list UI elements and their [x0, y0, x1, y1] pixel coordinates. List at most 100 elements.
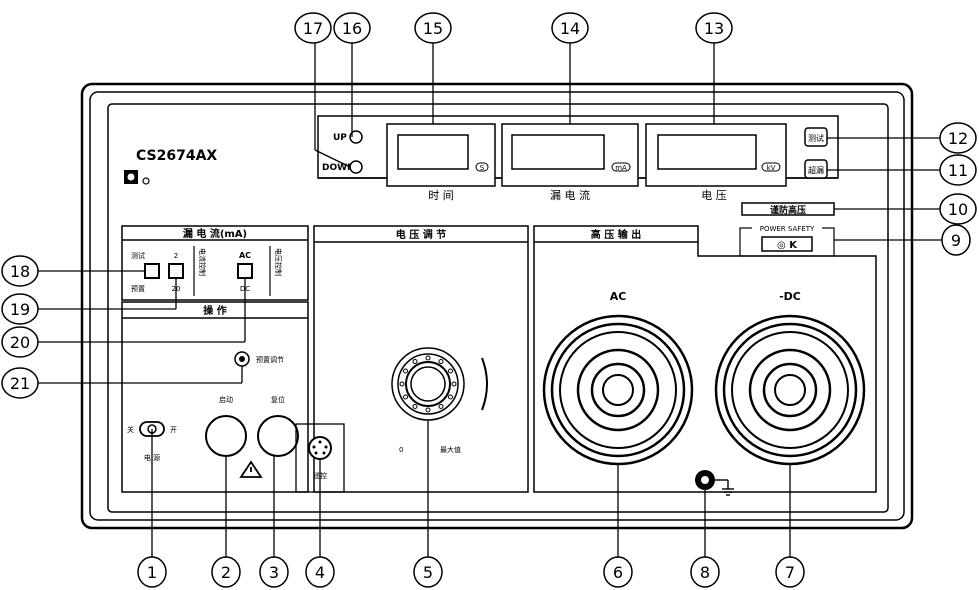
dc-output-label: -DC: [779, 290, 801, 303]
callout-18-number: 18: [10, 262, 30, 281]
range-select-button[interactable]: [168, 263, 184, 279]
time-display-screen: [397, 134, 469, 170]
start-label: 启动: [219, 395, 233, 404]
power-safety-symbols: ◎ K: [777, 240, 798, 251]
voltage-display-label: 电 压: [701, 189, 727, 202]
voltage-control-label: 电压控制: [274, 248, 283, 276]
preset-adjust-label: 预置调节: [256, 355, 284, 364]
knob-ring-dot: [399, 381, 405, 387]
ac-output-label: AC: [610, 290, 627, 303]
test-indicator-label: 测试: [808, 133, 824, 143]
logo-icon: [124, 170, 150, 185]
up-label: UP: [333, 133, 347, 143]
reset-label: 复位: [271, 395, 285, 404]
callout-5: [413, 556, 443, 588]
callout-20: [1, 326, 39, 358]
remote-connector[interactable]: [308, 436, 332, 460]
ac-dc-select-button[interactable]: [237, 263, 253, 279]
leak-unit: mA: [615, 164, 627, 172]
down-button[interactable]: [349, 160, 363, 174]
voltage-unit-badge: [761, 162, 781, 172]
operation-section: [121, 301, 309, 493]
range-2-label: 2: [174, 252, 178, 260]
start-button[interactable]: [205, 415, 247, 457]
callout-1-number: 1: [147, 563, 157, 582]
up-button[interactable]: [349, 130, 363, 144]
current-control-label: 电流控制: [198, 248, 207, 276]
callout-20-number: 20: [10, 333, 30, 352]
high-voltage-warning: 谨防高压: [770, 204, 806, 216]
callout-17: [294, 12, 332, 44]
test-preset-button[interactable]: [144, 263, 160, 279]
leak-display-screen: [511, 134, 605, 170]
knob-ring-dot: [425, 355, 431, 361]
ground-symbol-icon: [715, 479, 734, 496]
knob-ring-dot: [438, 359, 444, 364]
knob-ring-dot: [412, 404, 418, 409]
knob-ring-dot: [451, 381, 457, 387]
operation-section-title: 操 作: [203, 304, 226, 317]
callout-3-number: 3: [269, 563, 279, 582]
leak-current-section: [121, 225, 309, 301]
callout-4: [305, 556, 335, 588]
ac-output-terminal[interactable]: [542, 314, 694, 466]
voltage-adjust-section-title: 电 压 调 节: [396, 228, 446, 241]
leak-display-label: 漏 电 流: [550, 188, 590, 202]
callout-17-number: 17: [303, 19, 323, 38]
callout-4-number: 4: [315, 563, 325, 582]
time-display-label: 时 间: [428, 189, 454, 202]
callout-10-number: 10: [948, 200, 968, 219]
callout-16: [333, 12, 371, 44]
model-name: CS2674AX: [136, 148, 217, 164]
callout-2-number: 2: [221, 563, 231, 582]
hv-output-section-title: 高 压 输 出: [591, 228, 641, 241]
voltage-adjust-knob[interactable]: [391, 347, 465, 421]
callout-6-number: 6: [613, 563, 623, 582]
down-label: DOWN: [322, 163, 355, 173]
callout-12-number: 12: [948, 129, 968, 148]
ground-terminal[interactable]: [695, 470, 715, 490]
knob-ring-dot: [448, 394, 453, 400]
knob-zero-label: 0: [399, 446, 403, 454]
knob-ring-dot: [403, 394, 408, 400]
callout-21: [1, 367, 39, 399]
leak-current-section-title: 漏 电 流(mA): [183, 227, 247, 240]
knob-ring-dot: [438, 404, 444, 409]
test-indicator-button[interactable]: [804, 127, 828, 147]
dc-output-terminal[interactable]: [714, 314, 866, 466]
warning-triangle-icon: [239, 460, 263, 478]
callout-15-number: 15: [423, 19, 443, 38]
leak-alarm-indicator[interactable]: [804, 159, 828, 179]
knob-ring-dot: [403, 368, 408, 374]
callout-5-number: 5: [423, 563, 433, 582]
test-mode-label: 测试: [131, 251, 145, 260]
callout-7-number: 7: [785, 563, 795, 582]
callout-11: [939, 154, 977, 186]
callout-12: [939, 122, 977, 154]
knob-ring-dot: [448, 368, 453, 374]
reset-button[interactable]: [257, 415, 299, 457]
ac-label: AC: [239, 251, 251, 260]
time-unit: S: [480, 164, 485, 172]
panel-outer-frame: [80, 82, 914, 530]
callout-15: [414, 12, 452, 44]
callout-19-number: 19: [10, 300, 30, 319]
knob-ring-dot: [425, 407, 431, 413]
voltage-display-screen: [657, 134, 757, 170]
callout-14: [551, 12, 589, 44]
callout-9-number: 9: [951, 231, 961, 250]
callout-13-number: 13: [704, 19, 724, 38]
time-unit-badge: [475, 162, 489, 172]
power-on-label: 开: [170, 426, 177, 434]
callout-10: [939, 193, 977, 225]
hv-output-section: [533, 225, 877, 493]
rotation-arc: [481, 357, 488, 411]
panel-inner-frame: [89, 91, 905, 521]
knob-ring-dot: [412, 359, 418, 364]
knob-max-label: 最大值: [440, 445, 461, 454]
callout-13: [695, 12, 733, 44]
callout-7: [775, 556, 805, 588]
callout-21-number: 21: [10, 374, 30, 393]
power-off-label: 关: [127, 425, 134, 434]
power-safety-title: POWER SAFETY: [760, 225, 815, 233]
